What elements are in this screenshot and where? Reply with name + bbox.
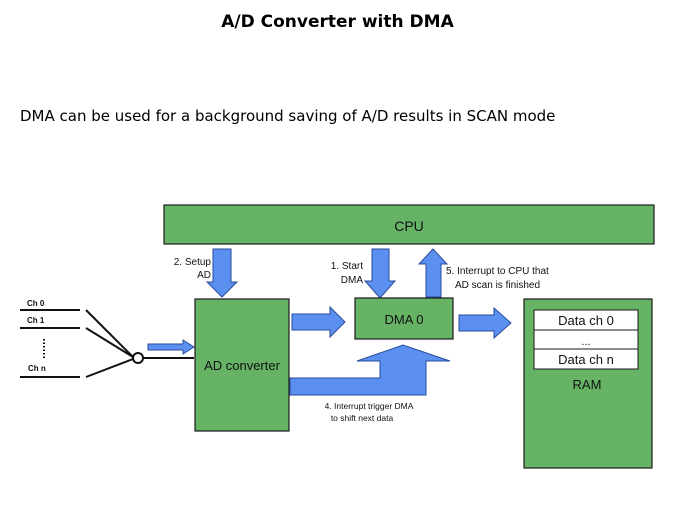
step1-line2: DMA <box>341 275 364 286</box>
setup-ad-arrow <box>205 248 239 298</box>
ram-row-0-label: Data ch 0 <box>558 313 614 328</box>
channel-label-1: Ch 1 <box>27 316 45 325</box>
start-dma-arrow <box>363 248 397 299</box>
cpu-block: CPU <box>163 204 655 245</box>
dma-box <box>354 297 454 340</box>
channel-label-0: Ch 0 <box>27 299 45 308</box>
step5-line2: AD scan is finished <box>455 280 540 291</box>
interrupt-trigger-arrow <box>289 344 451 396</box>
step4-line1: 4. Interrupt trigger DMA <box>325 401 414 411</box>
interrupt-cpu-arrow <box>417 248 449 298</box>
step5-line1: 5. Interrupt to CPU that <box>446 266 549 277</box>
cpu-label: CPU <box>394 218 424 234</box>
slide-subtitle: DMA can be used for a background saving … <box>20 107 556 125</box>
dma-to-ram-arrow <box>458 306 512 340</box>
step2-line1: 2. Setup <box>174 257 212 268</box>
ad-converter-box <box>194 298 290 432</box>
ram-row-1-label: ... <box>581 336 590 348</box>
ad-converter-block: AD converter <box>194 298 290 432</box>
mux-switch-node <box>132 352 144 364</box>
ram-row-2 <box>533 348 639 370</box>
ram-row-2-label: Data ch n <box>558 352 614 367</box>
ram-label: RAM <box>573 377 602 392</box>
switch-wire-0 <box>85 309 134 358</box>
step1-line1: 1. Start <box>331 261 363 272</box>
slide-title: A/D Converter with DMA <box>221 12 454 32</box>
mux-to-ad-arrow <box>147 339 195 355</box>
switch-wire-1 <box>85 327 134 358</box>
ad-to-dma-arrow <box>291 305 346 339</box>
dma-block: DMA 0 <box>354 297 454 340</box>
channel-inputs: Ch 0 Ch 1 Ch n <box>20 299 194 378</box>
ram-block: Data ch 0 ... Data ch n RAM <box>523 298 653 469</box>
dma-label: DMA 0 <box>384 312 423 327</box>
cpu-box <box>163 204 655 245</box>
step4-line2: to shift next data <box>331 413 394 423</box>
channel-label-n: Ch n <box>28 364 46 373</box>
step2-line2: AD <box>197 270 211 281</box>
ad-converter-label: AD converter <box>204 358 281 373</box>
switch-wire-n <box>85 358 134 378</box>
